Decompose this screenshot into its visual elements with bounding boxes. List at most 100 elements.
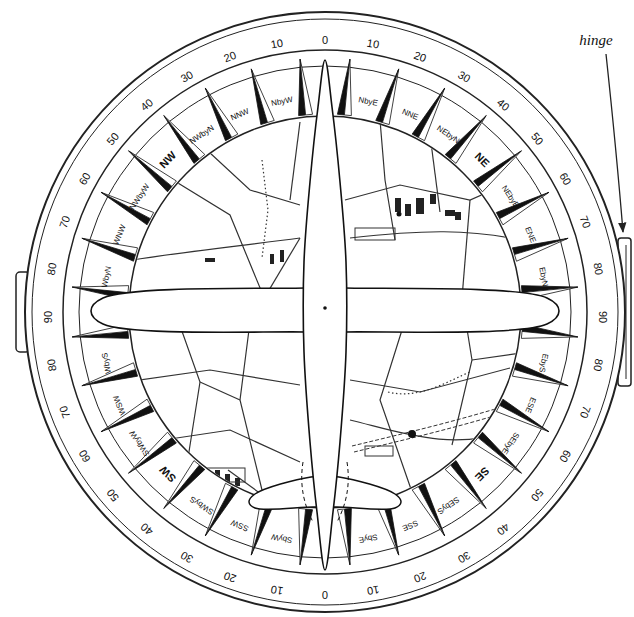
map-road [380,330,412,492]
degree-number: 20 [412,570,427,585]
compass-point: NNW [230,108,251,123]
compass-point: EbyN [537,266,549,287]
degree-number: 40 [495,521,511,537]
compass-point: NWbyN [188,124,215,146]
degree-number: 10 [366,38,380,51]
compass-point: WNW [112,224,127,246]
degree-number: 80 [46,358,59,372]
compass-point: SSW [230,518,250,532]
rose-point [300,59,312,115]
map-road [380,120,395,240]
rose-point [474,151,522,187]
compass-point: SEbyE [499,431,519,456]
pivot-dot [323,306,327,310]
rose-point [101,192,154,218]
map-road [240,322,262,490]
rose-point [496,405,549,431]
compass-point: ESE [523,396,537,414]
compass-point: NEbyE [499,184,519,209]
compass-point: WSW [112,394,127,416]
map-road [160,172,265,300]
degree-number: 20 [412,49,427,64]
rose-point [521,331,577,338]
map-plot [365,446,393,456]
map-track [262,160,268,258]
degree-number: 30 [178,69,194,85]
degree-number: 0 [322,589,328,600]
rose-point [82,238,138,254]
degree-number: 90 [43,311,54,323]
map-building [205,258,215,262]
degree-number: 60 [557,447,573,463]
degree-number: 80 [591,358,604,372]
map-road [350,420,515,440]
rose-point [101,399,150,432]
compass-point: SbyW [270,532,292,544]
fin-outline [302,462,313,522]
degree-number: 50 [105,487,121,503]
map-road [462,200,470,298]
degree-number: 70 [578,404,593,419]
map-building [430,194,436,204]
fin-outline [337,462,348,522]
degree-number: 30 [455,549,471,565]
map-road [196,140,300,205]
map-road [472,352,528,360]
compass-point: EbyS [537,353,549,373]
part-label: hinge [579,33,612,48]
map-building [416,198,424,214]
degree-number: 20 [223,570,238,585]
compass-point: SbyE [358,532,378,544]
map-building [455,212,461,220]
map-track [388,372,470,394]
rose-point [514,238,568,261]
compass-point: NbyW [270,96,293,108]
map-building [280,250,284,262]
rose-point [344,59,351,115]
map-road [178,320,200,458]
degree-number: 40 [139,521,155,537]
degree-number: 30 [455,69,471,85]
bezel-line [32,19,618,605]
degree-number: 40 [139,97,155,113]
degree-number: 10 [270,583,284,596]
map-building [405,204,411,216]
compass-point: WbyN [101,265,113,288]
map-building [395,198,401,212]
compass-point: SW [158,464,178,484]
compass-point: SSE [401,518,419,532]
degree-number: 80 [591,262,604,276]
rose-point [299,508,306,564]
compass-point: NNE [401,108,420,122]
map-road [430,135,440,212]
compass-point: NWbyW [129,182,152,211]
degree-number: 60 [77,447,93,463]
map-road [125,370,300,385]
compass-point: NbyE [358,96,379,108]
degree-number: 70 [57,404,72,419]
compass-point: SEbyS [436,494,461,514]
degree-number: 50 [529,131,545,147]
degree-number: 40 [495,97,511,113]
map-road [200,382,240,400]
degree-number: 10 [270,38,284,51]
degree-number: 70 [57,215,72,230]
map-point [397,212,402,217]
compass-point: NW [158,150,179,171]
degree-number: 50 [105,131,121,147]
degree-number: 60 [557,170,573,186]
degree-number: 60 [77,170,93,186]
compass-point: ENE [523,226,537,244]
dial-edge [63,50,587,574]
compass-point: SWbyS [188,494,215,515]
bezel-outer [25,12,625,612]
compass-point: WbyS [101,352,113,374]
aircraft-fuselage [303,60,347,570]
map-station [408,430,416,438]
map-plot [355,228,395,240]
degree-number: 80 [46,262,59,276]
compass-point: NEbyN [436,125,462,146]
